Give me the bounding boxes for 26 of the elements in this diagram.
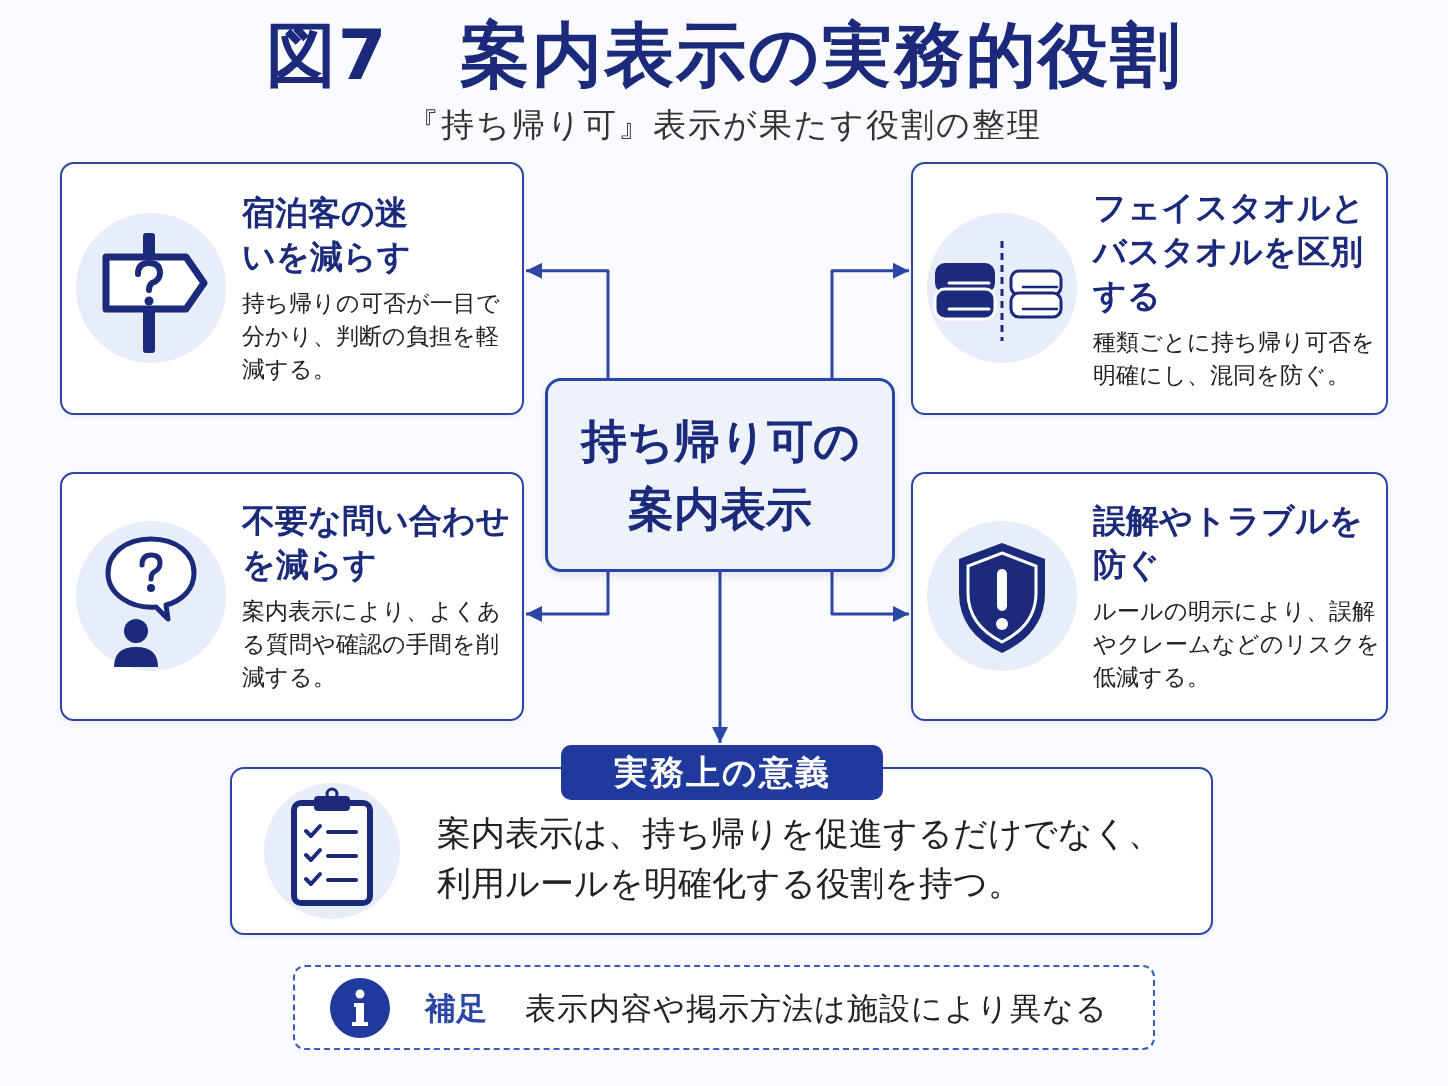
note-panel [293,965,1155,1050]
card-description: ルールの明示により、誤解やクレームなどのリスクを低減する。 [1093,597,1380,692]
card-description: 案内表示により、よくある質問や確認の手間を削減する。 [242,597,502,692]
info-card [60,162,524,415]
card-heading: 誤解やトラブルを防ぐ [1093,500,1364,586]
hub-label: 持ち帰り可の案内表示 [579,413,861,538]
info-card [911,162,1388,415]
note-heading: 補足 [425,988,487,1028]
connector-arrow [526,262,610,378]
card-heading: フェイスタオルとバスタオルを区別する [1093,186,1366,317]
connector-arrow [712,572,728,743]
connector-arrow [830,262,909,378]
card-description: 持ち帰りの可否が一目で分かり、判断の負担を軽減する。 [242,289,501,384]
card-description: 種類ごとに持ち帰り可否を明確にし、混同を防ぐ。 [1093,327,1376,390]
figure-subtitle: 『持ち帰り可』表示が果たす役割の整理 [406,104,1042,146]
note-text: 表示内容や掲示方法は施設により異なる [525,988,1108,1028]
info-card [60,472,524,721]
hub-panel [545,378,895,572]
section-heading-tab: 実務上の意義 [561,745,883,800]
connector-arrow [830,572,909,622]
figure-title: 図7 案内表示の実務的役割 [265,13,1183,98]
info-card [911,472,1388,721]
connector-arrow [526,572,610,622]
card-heading: 宿泊客の迷いを減らす [242,192,412,278]
card-heading: 不要な問い合わせを減らす [242,500,511,586]
summary-text: 案内表示は、持ち帰りを促進するだけでなく、利用ルールを明確化する役割を持つ。 [437,812,1163,905]
